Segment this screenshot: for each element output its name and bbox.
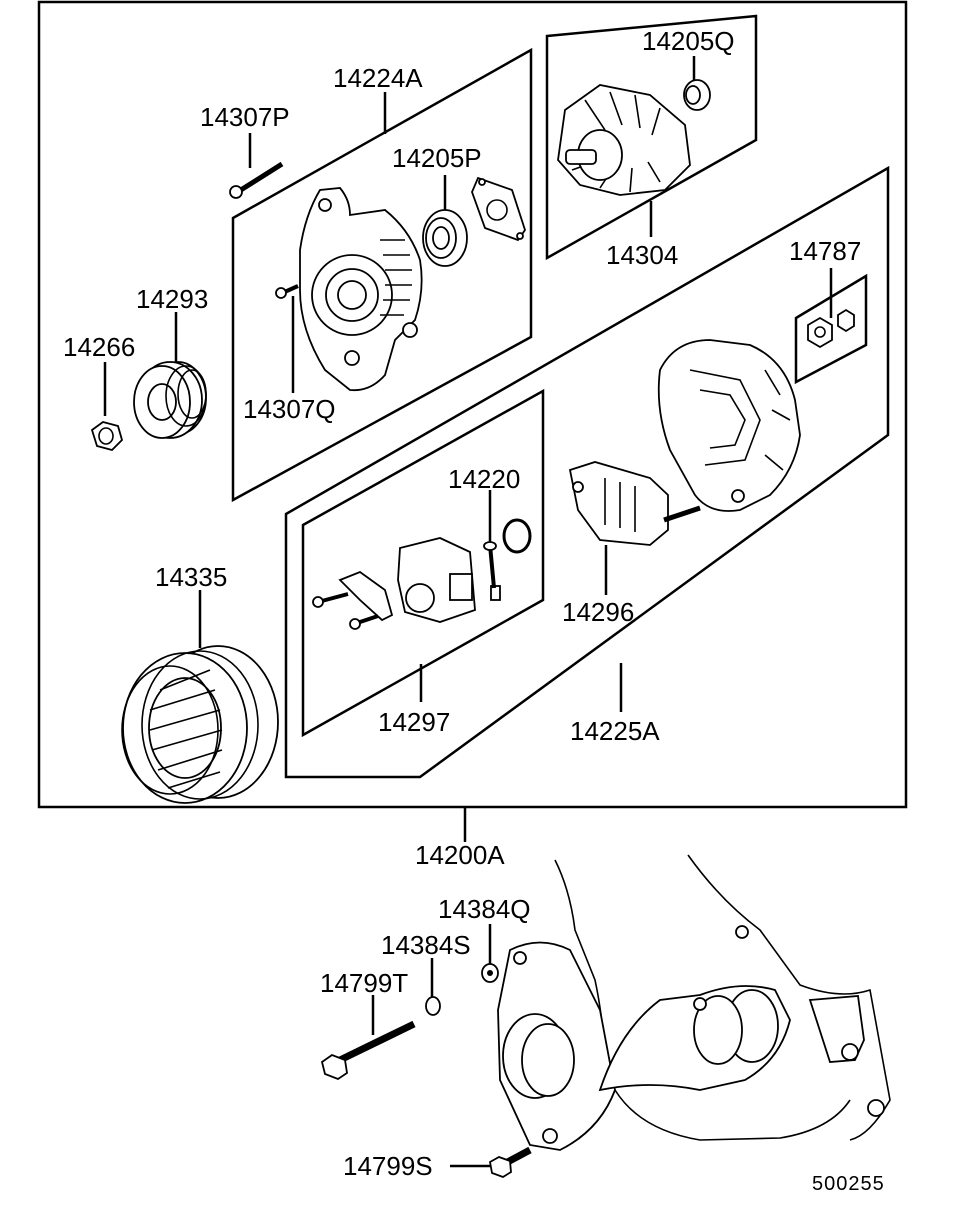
label-14297: 14297: [378, 707, 450, 737]
rectifier-14296: [568, 461, 701, 546]
label-14266: 14266: [63, 332, 135, 362]
label-14225A: 14225A: [570, 716, 660, 746]
rear-housing-14225A: [657, 339, 801, 512]
assembly-frame: [37, 0, 908, 809]
retainer-plate: [471, 176, 526, 242]
front-housing-14224A: [299, 187, 423, 392]
label-14205Q: 14205Q: [642, 26, 735, 56]
engine-bracket: [497, 854, 891, 1151]
label-14224A: 14224A: [333, 63, 423, 93]
label-14307Q: 14307Q: [243, 394, 336, 424]
screw-14307Q: [275, 284, 299, 299]
washer-14384Q: [481, 963, 499, 983]
label-14307P: 14307P: [200, 102, 290, 132]
label-14799T: 14799T: [320, 968, 408, 998]
bearing-14205P: [422, 209, 468, 267]
label-14296: 14296: [562, 597, 634, 627]
label-14384S: 14384S: [381, 930, 471, 960]
group-frame-14304: [545, 14, 758, 261]
label-14335: 14335: [155, 562, 227, 592]
label-14384Q: 14384Q: [438, 894, 531, 924]
regulator-14297: [312, 537, 501, 630]
pulley-14293: [133, 361, 207, 439]
label-14799S: 14799S: [343, 1151, 433, 1181]
group-frame-14297: [301, 388, 545, 738]
bolt-14307P: [229, 161, 284, 199]
screw-14220: [483, 541, 497, 589]
group-frame-14224A: [231, 47, 533, 503]
label-14787: 14787: [789, 236, 861, 266]
snap-ring: [502, 518, 532, 554]
bearing-14205Q: [683, 79, 711, 111]
bolt-14799S: [488, 1146, 532, 1178]
label-14200A: 14200A: [415, 840, 505, 870]
bolt-14799T: [320, 1020, 416, 1081]
stator-14335: [121, 645, 279, 804]
part-labels: 14224A 14307P 14205P 14205Q 14304 14787 …: [63, 26, 885, 1195]
diagram-reference-number: 500255: [812, 1173, 885, 1195]
rotor-14304: [557, 84, 691, 196]
group-frame-14787: [794, 273, 868, 385]
lock-washer-14384S: [425, 996, 441, 1016]
label-14220: 14220: [448, 464, 520, 494]
nut-14266: [90, 421, 124, 452]
label-14205P: 14205P: [392, 143, 482, 173]
label-14293: 14293: [136, 284, 208, 314]
terminal-nuts-14787: [807, 308, 855, 349]
label-14304: 14304: [606, 240, 678, 270]
group-frame-14225A: [284, 165, 890, 779]
